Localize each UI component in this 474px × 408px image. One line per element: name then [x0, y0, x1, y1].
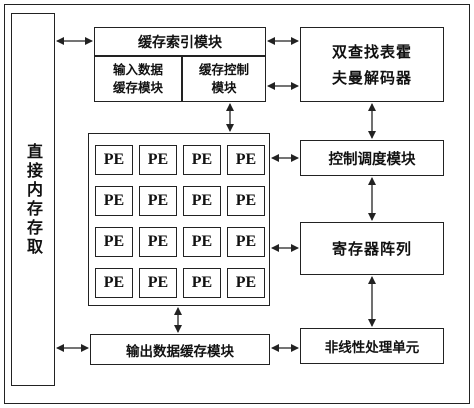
pe-cell-r4-c2: PE: [139, 268, 177, 298]
pe-cell-r1-c3: PE: [183, 145, 221, 175]
dma-block: 直接内存存取: [11, 13, 55, 386]
cache-index-module: 缓存索引模块: [94, 27, 266, 56]
diagram-frame: [4, 4, 470, 404]
dma-label: 直接内存存取: [24, 142, 43, 257]
huffman-decoder: 双查找表霍 夫曼解码器: [300, 27, 444, 102]
register-array: 寄存器阵列: [300, 222, 444, 275]
input-data-cache-module: 输入数据 缓存模块: [94, 56, 182, 102]
pe-cell-r3-c3: PE: [183, 227, 221, 257]
control-scheduling-module: 控制调度模块: [300, 140, 444, 176]
pe-cell-r3-c2: PE: [139, 227, 177, 257]
pe-cell-r4-c1: PE: [95, 268, 133, 298]
pe-cell-r2-c4: PE: [227, 186, 265, 216]
pe-cell-r4-c3: PE: [183, 268, 221, 298]
pe-cell-r2-c1: PE: [95, 186, 133, 216]
output-data-cache-module: 输出数据缓存模块: [90, 334, 270, 365]
pe-cell-r3-c4: PE: [227, 227, 265, 257]
pe-cell-r1-c2: PE: [139, 145, 177, 175]
pe-cell-r1-c4: PE: [227, 145, 265, 175]
pe-cell-r2-c3: PE: [183, 186, 221, 216]
pe-cell-r2-c2: PE: [139, 186, 177, 216]
nonlinear-processing-unit: 非线性处理单元: [300, 328, 444, 364]
pe-cell-r1-c1: PE: [95, 145, 133, 175]
pe-cell-r4-c4: PE: [227, 268, 265, 298]
cache-control-module: 缓存控制 模块: [182, 56, 266, 102]
pe-cell-r3-c1: PE: [95, 227, 133, 257]
